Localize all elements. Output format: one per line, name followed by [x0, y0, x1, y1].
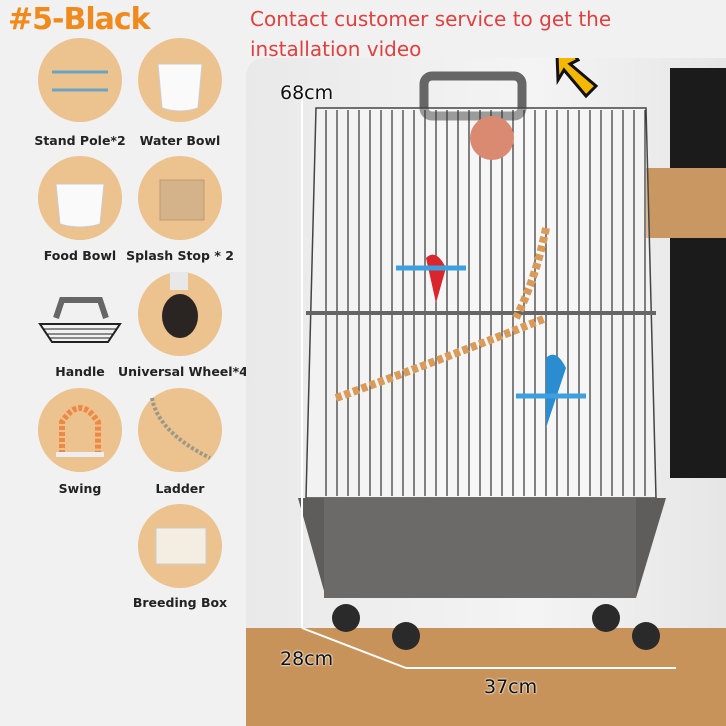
accessory-label: Universal Wheel*4: [118, 364, 248, 379]
accessory-label: Stand Pole*2: [34, 133, 126, 148]
accessory-label: Water Bowl: [139, 133, 221, 148]
accessory-label: Swing: [58, 481, 102, 496]
accessory-label: Handle: [55, 364, 105, 379]
accessory-label: Breeding Box: [132, 595, 228, 610]
bird-cage-illustration: [246, 58, 726, 726]
wheel-icon: [138, 272, 222, 356]
accessory-label: Ladder: [155, 481, 205, 496]
stand-pole-icon: [38, 38, 122, 122]
accessory-label: Splash Stop * 2: [126, 248, 234, 263]
product-variant-title: #5-Black: [8, 2, 151, 37]
swing-icon: [38, 388, 122, 472]
width-dimension: 37cm: [484, 676, 538, 698]
splash-stop-icon: [138, 156, 222, 240]
handle-icon: [38, 272, 122, 356]
height-dimension: 68cm: [280, 82, 334, 104]
breeding-box-icon: [138, 504, 222, 588]
accessory-label: Food Bowl: [43, 248, 117, 263]
water-bowl-icon: [138, 38, 222, 122]
tv-screen: [670, 68, 726, 478]
arrow-icon: [555, 58, 599, 99]
food-bowl-icon: [38, 156, 122, 240]
bird-cage-photo: [246, 58, 726, 726]
installation-notice: Contact customer service to get the inst…: [250, 7, 612, 61]
ladder-icon: [138, 388, 222, 472]
depth-dimension: 28cm: [280, 648, 334, 670]
